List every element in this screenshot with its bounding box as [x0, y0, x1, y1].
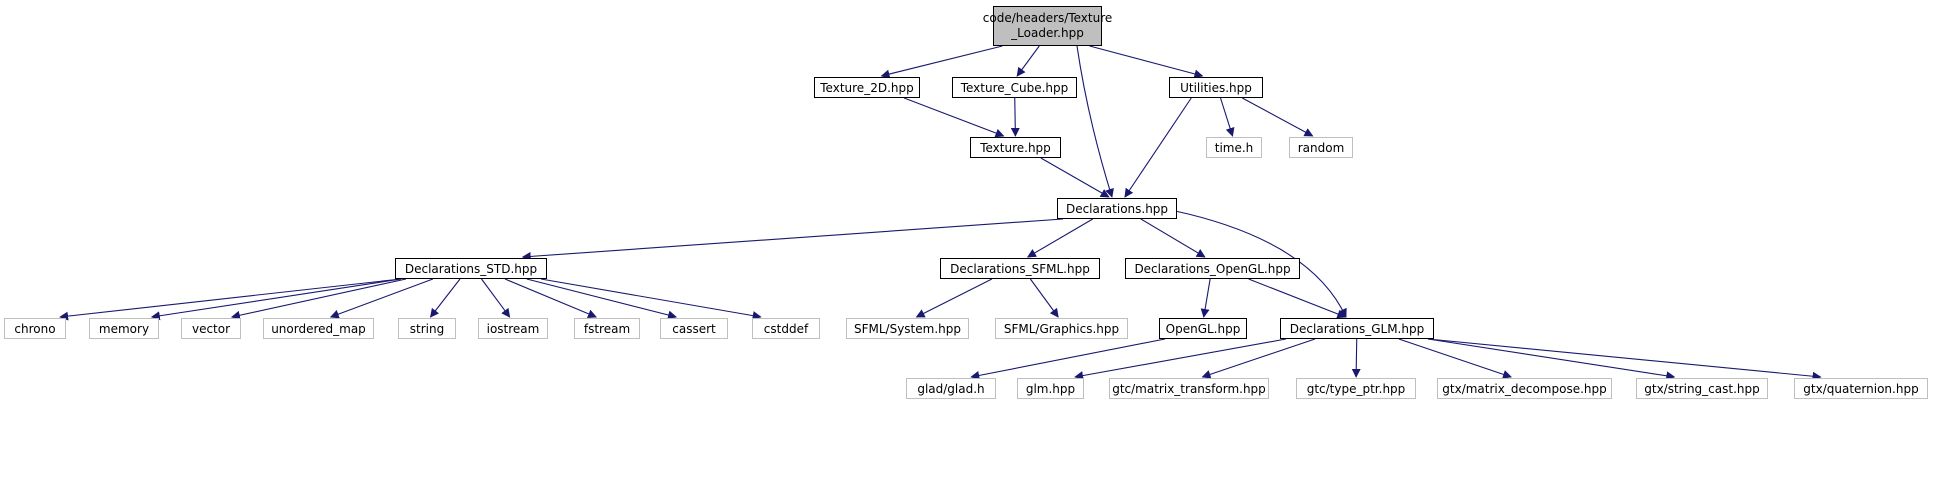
node-label: gtx/matrix_decompose.hpp [1442, 381, 1607, 396]
node-sfml-system: SFML/System.hpp [846, 318, 969, 339]
node-gtc-matrix-transform: gtc/matrix_transform.hpp [1109, 378, 1269, 399]
edge-utilities-to-random [1241, 97, 1314, 137]
node-gtx-quaternion: gtx/quaternion.hpp [1794, 378, 1928, 399]
node-label: memory [98, 321, 150, 336]
edge-utilities-to-time-h [1219, 97, 1235, 137]
node-iostream: iostream [478, 318, 548, 339]
node-label: Declarations_SFML.hpp [950, 261, 1090, 276]
node-label: random [1297, 140, 1345, 155]
node-glm: glm.hpp [1017, 378, 1084, 399]
node-cassert: cassert [660, 318, 728, 339]
node-fstream: fstream [574, 318, 640, 339]
edge-root-to-texture-2d [880, 45, 1003, 79]
node-label: cstddef [763, 321, 809, 336]
edge-declarations-glm-to-glm [1074, 338, 1287, 380]
node-declarations-glm[interactable]: Declarations_GLM.hpp [1280, 318, 1434, 339]
node-label: SFML/System.hpp [853, 321, 961, 336]
node-texture-cube[interactable]: Texture_Cube.hpp [952, 77, 1077, 98]
node-time-h: time.h [1206, 137, 1262, 158]
edge-declarations-to-declarations-std [521, 218, 1064, 261]
node-chrono: chrono [4, 318, 66, 339]
edge-declarations-to-declarations-opengl [1140, 218, 1206, 258]
edge-root-to-utilities [1089, 45, 1204, 79]
edge-declarations-glm-to-gtc-type-ptr [1351, 338, 1361, 378]
node-declarations-opengl[interactable]: Declarations_OpenGL.hpp [1125, 258, 1300, 279]
node-sfml-graphics: SFML/Graphics.hpp [995, 318, 1128, 339]
node-label: OpenGL.hpp [1165, 321, 1241, 336]
node-label: gtx/string_cast.hpp [1644, 381, 1760, 396]
edge-declarations-sfml-to-sfml-graphics [1029, 278, 1059, 318]
edge-declarations-std-to-chrono [59, 278, 402, 321]
node-label: vector [191, 321, 231, 336]
edge-declarations-glm-to-gtx-string-cast [1427, 338, 1676, 381]
node-texture-loader-root: code/headers/Texture _Loader.hpp [983, 6, 1112, 46]
node-label: unordered_map [271, 321, 366, 336]
node-random: random [1289, 137, 1353, 158]
node-declarations[interactable]: Declarations.hpp [1057, 198, 1177, 219]
edge-opengl-to-glad [970, 338, 1166, 380]
node-label: glad/glad.h [917, 381, 985, 396]
edge-declarations-std-to-unordered-map [329, 278, 434, 319]
edge-texture-cube-to-texture [1010, 97, 1020, 137]
node-label: fstream [583, 321, 631, 336]
node-gtx-matrix-decompose: gtx/matrix_decompose.hpp [1437, 378, 1612, 399]
node-cstddef: cstddef [752, 318, 820, 339]
node-glad: glad/glad.h [906, 378, 996, 399]
node-label: Declarations_STD.hpp [404, 261, 538, 276]
node-opengl[interactable]: OpenGL.hpp [1159, 318, 1247, 339]
edge-declarations-opengl-to-declarations-glm [1248, 278, 1347, 319]
node-label: glm.hpp [1025, 381, 1076, 396]
root-label-line1: code/headers/Texture [982, 11, 1113, 25]
edge-declarations-std-to-fstream [504, 278, 597, 319]
node-label: iostream [486, 321, 540, 336]
edge-declarations-std-to-cstddef [540, 278, 762, 321]
node-gtc-type-ptr: gtc/type_ptr.hpp [1296, 378, 1416, 399]
edge-root-to-declarations [1076, 45, 1114, 198]
node-utilities[interactable]: Utilities.hpp [1169, 77, 1263, 98]
node-label: Texture_Cube.hpp [960, 80, 1069, 95]
edge-utilities-to-declarations [1124, 97, 1192, 198]
node-texture[interactable]: Texture.hpp [970, 137, 1061, 158]
node-texture-2d[interactable]: Texture_2D.hpp [814, 77, 920, 98]
edge-declarations-glm-to-gtc-matrix-transform [1201, 338, 1316, 379]
edge-root-to-texture-cube [1016, 45, 1040, 77]
node-label: Declarations.hpp [1065, 201, 1169, 216]
node-label: gtc/type_ptr.hpp [1306, 381, 1406, 396]
edge-declarations-std-to-cassert [526, 278, 678, 320]
edge-texture-2d-to-texture [903, 97, 1005, 138]
edge-declarations-sfml-to-sfml-system [915, 278, 993, 318]
edge-declarations-to-declarations-sfml [1026, 218, 1094, 258]
node-label: string [409, 321, 445, 336]
node-string: string [398, 318, 456, 339]
node-label: Texture_2D.hpp [820, 80, 914, 95]
node-label: SFML/Graphics.hpp [1003, 321, 1120, 336]
node-label: chrono [14, 321, 56, 336]
node-vector: vector [181, 318, 241, 339]
node-label: gtc/matrix_transform.hpp [1112, 381, 1266, 396]
node-declarations-sfml[interactable]: Declarations_SFML.hpp [940, 258, 1100, 279]
edge-declarations-std-to-iostream [481, 278, 511, 318]
node-label: time.h [1214, 140, 1254, 155]
node-declarations-std[interactable]: Declarations_STD.hpp [395, 258, 547, 279]
edge-declarations-std-to-string [429, 278, 461, 318]
node-gtx-string-cast: gtx/string_cast.hpp [1636, 378, 1768, 399]
node-label: cassert [672, 321, 716, 336]
node-label: gtx/quaternion.hpp [1803, 381, 1919, 396]
edge-declarations-std-to-vector [230, 278, 407, 320]
edge-declarations-opengl-to-opengl [1200, 278, 1211, 318]
node-unordered-map: unordered_map [263, 318, 374, 339]
edge-texture-to-declarations [1040, 157, 1110, 198]
node-label: Declarations_OpenGL.hpp [1134, 261, 1291, 276]
node-memory: memory [89, 318, 159, 339]
edge-declarations-std-to-memory [150, 278, 402, 321]
root-label-line2: _Loader.hpp [1011, 26, 1084, 40]
edge-declarations-glm-to-gtx-matrix-decompose [1398, 338, 1512, 379]
node-label: Texture.hpp [980, 140, 1051, 155]
node-label: Utilities.hpp [1180, 80, 1252, 95]
edge-declarations-to-declarations-glm [1172, 209, 1347, 318]
node-label: Declarations_GLM.hpp [1289, 321, 1425, 336]
edge-declarations-glm-to-gtx-quaternion [1427, 338, 1822, 381]
